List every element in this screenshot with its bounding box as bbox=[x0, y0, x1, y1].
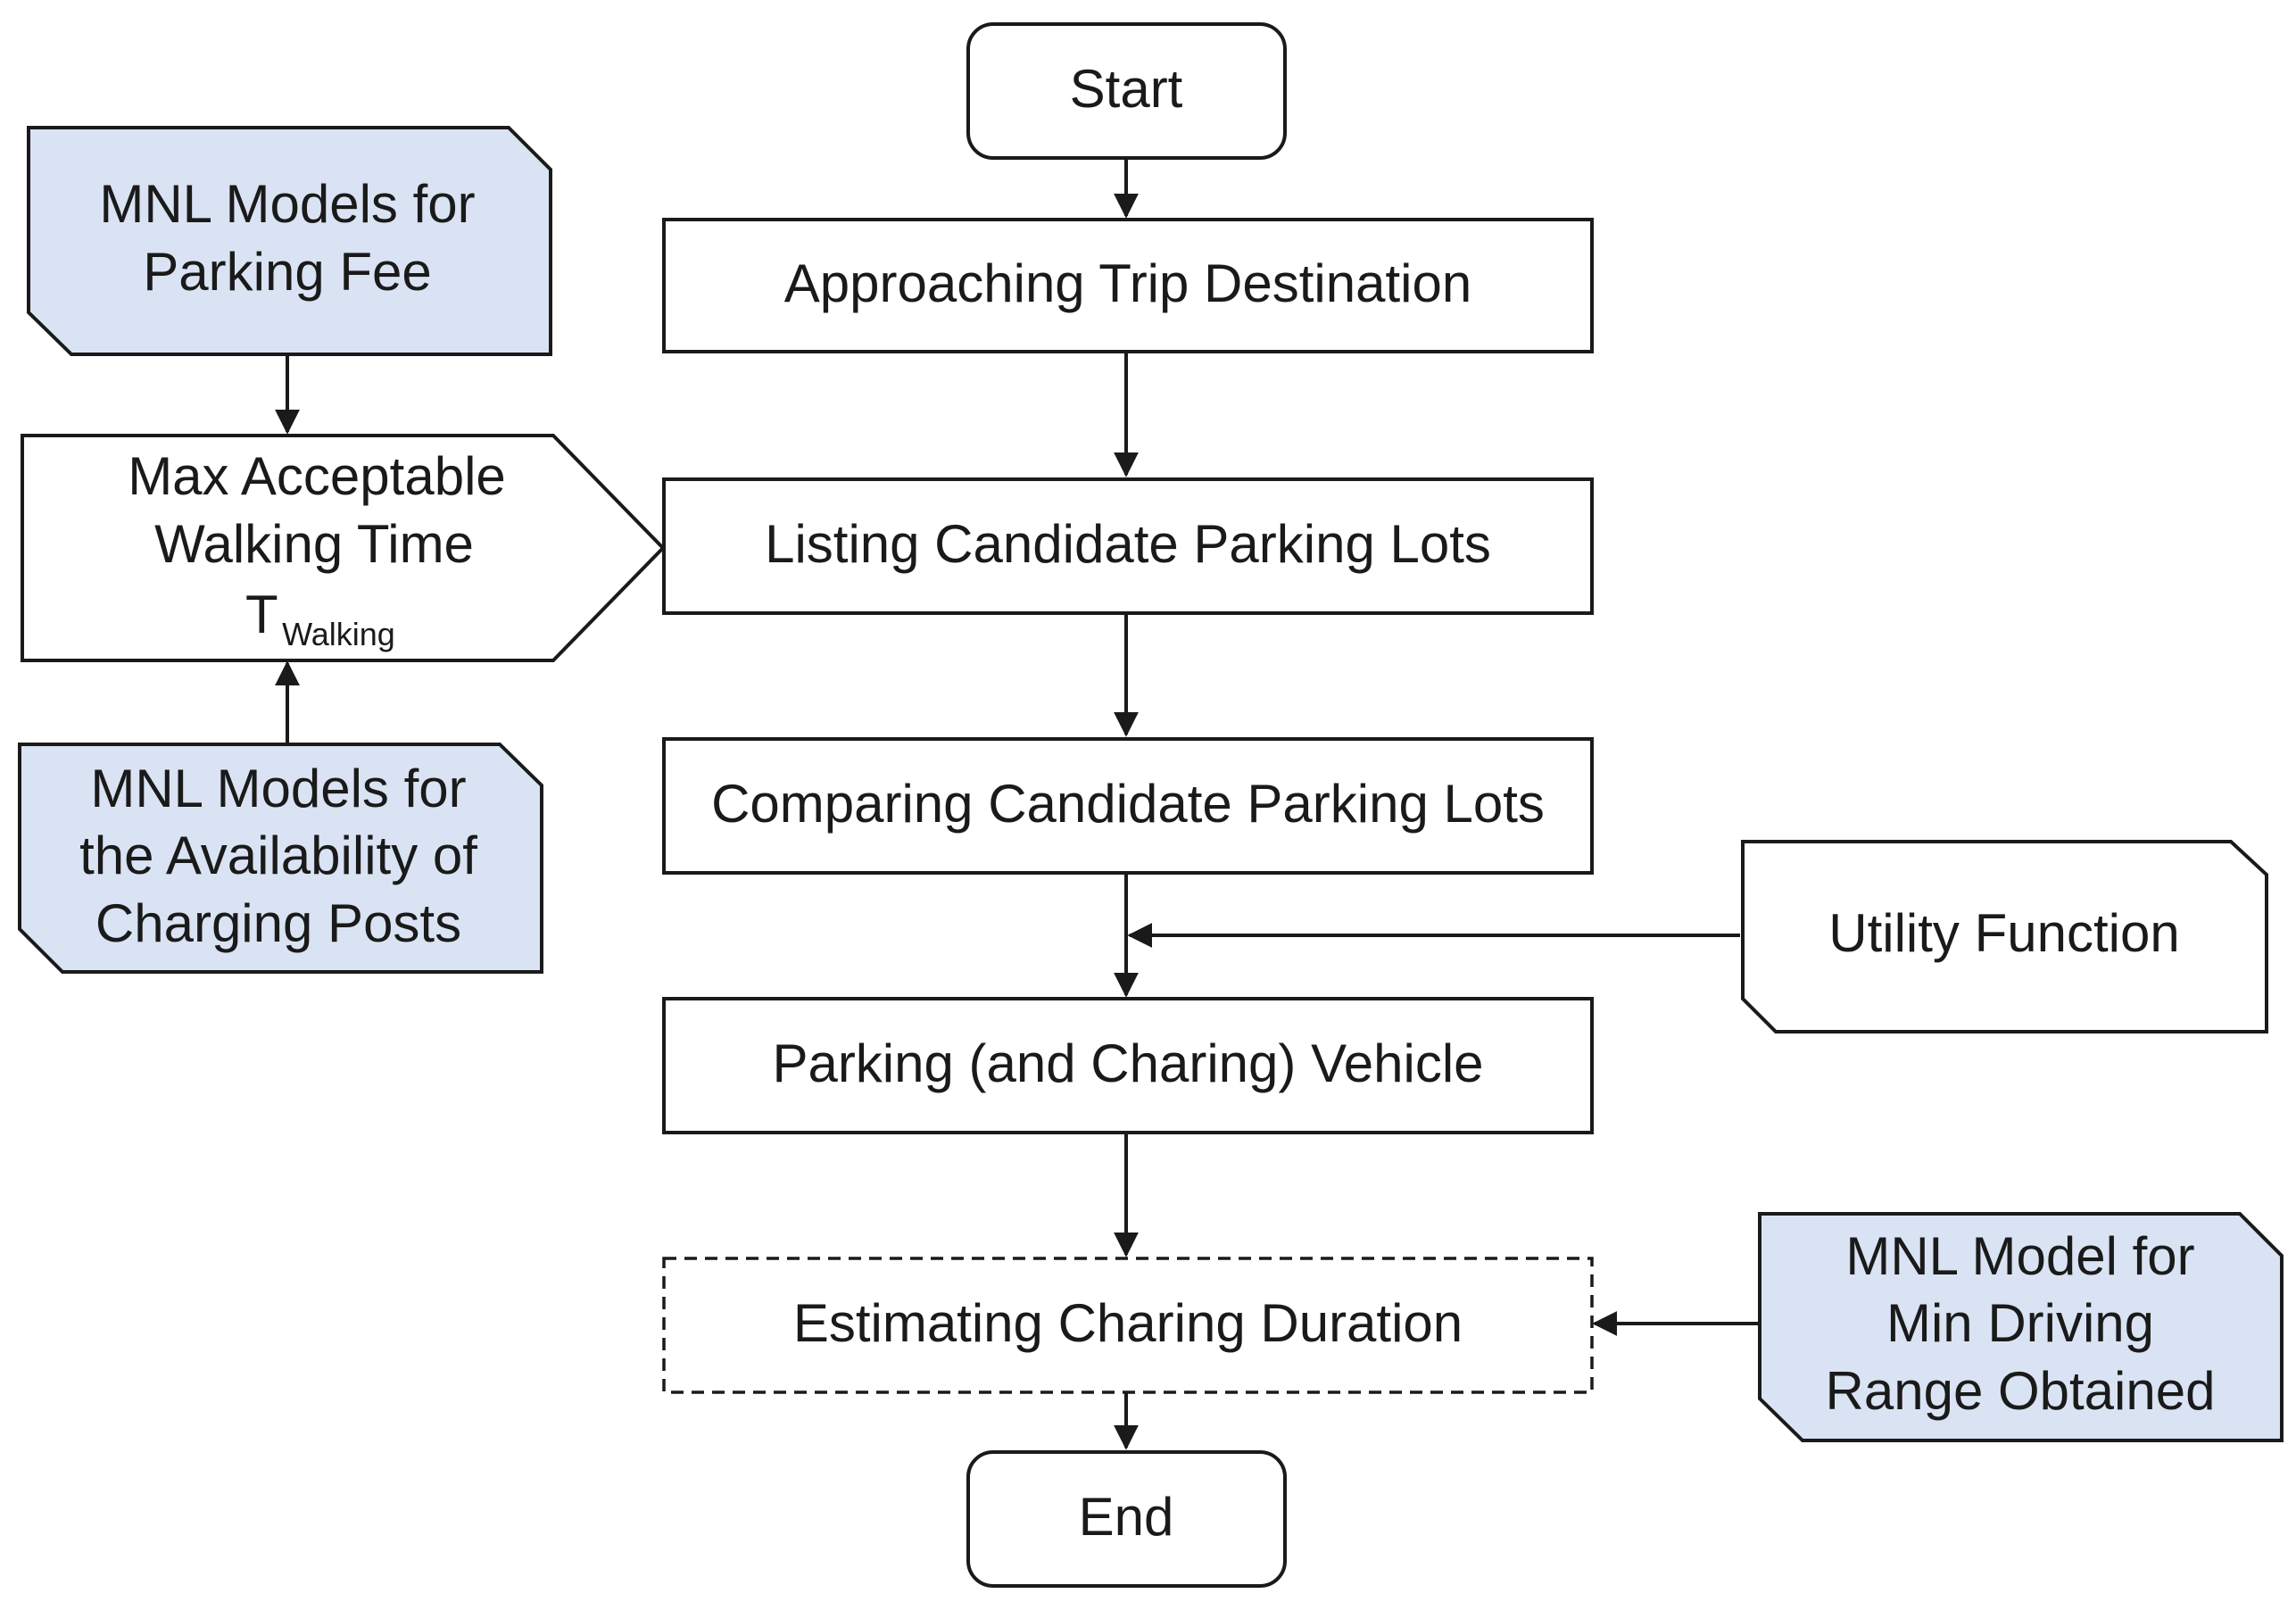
walking-time-symbol: T Walking bbox=[245, 585, 395, 652]
input-driving-range-line-1: MNL Model for bbox=[1845, 1226, 2194, 1286]
input-charging-availability-line-2: the Availability of bbox=[79, 826, 477, 885]
end-terminal: End bbox=[966, 1450, 1287, 1588]
input-utility-function: Utility Function bbox=[1741, 840, 2268, 1033]
step-approaching-destination-label: Approaching Trip Destination bbox=[784, 253, 1471, 313]
start-label: Start bbox=[1070, 59, 1183, 119]
step-comparing-parking-lots-label: Comparing Candidate Parking Lots bbox=[711, 774, 1545, 834]
step-approaching-destination: Approaching Trip Destination bbox=[662, 218, 1594, 353]
input-walking-time: Max Acceptable Walking Time T Walking bbox=[21, 434, 666, 662]
input-charging-availability-line-1: MNL Models for bbox=[90, 759, 466, 818]
end-label: End bbox=[1079, 1487, 1174, 1547]
input-parking-fee-line-1: MNL Models for bbox=[99, 174, 475, 234]
input-charging-availability-line-3: Charging Posts bbox=[95, 893, 461, 953]
input-driving-range: MNL Model for Min Driving Range Obtained bbox=[1758, 1212, 2284, 1442]
walking-time-symbol-letter: T bbox=[245, 585, 278, 644]
step-listing-parking-lots: Listing Candidate Parking Lots bbox=[662, 477, 1594, 615]
walking-time-symbol-subscript: Walking bbox=[282, 616, 395, 652]
step-parking-vehicle-label: Parking (and Charing) Vehicle bbox=[772, 1033, 1483, 1093]
input-parking-fee: MNL Models for Parking Fee bbox=[27, 126, 552, 356]
input-driving-range-line-2: Min Driving bbox=[1886, 1293, 2154, 1353]
step-estimating-duration-label: Estimating Charing Duration bbox=[793, 1293, 1463, 1353]
step-parking-vehicle: Parking (and Charing) Vehicle bbox=[662, 997, 1594, 1134]
input-charging-availability: MNL Models for the Availability of Charg… bbox=[18, 743, 543, 974]
input-walking-time-line-2: Walking Time bbox=[154, 514, 474, 574]
step-estimating-duration: Estimating Charing Duration bbox=[662, 1257, 1594, 1394]
step-listing-parking-lots-label: Listing Candidate Parking Lots bbox=[765, 514, 1491, 574]
input-driving-range-line-3: Range Obtained bbox=[1826, 1361, 2216, 1421]
input-walking-time-line-1: Max Acceptable bbox=[128, 446, 506, 506]
step-comparing-parking-lots: Comparing Candidate Parking Lots bbox=[662, 737, 1594, 875]
input-utility-function-label: Utility Function bbox=[1828, 903, 2179, 963]
input-parking-fee-line-2: Parking Fee bbox=[143, 242, 432, 302]
start-terminal: Start bbox=[966, 22, 1287, 160]
